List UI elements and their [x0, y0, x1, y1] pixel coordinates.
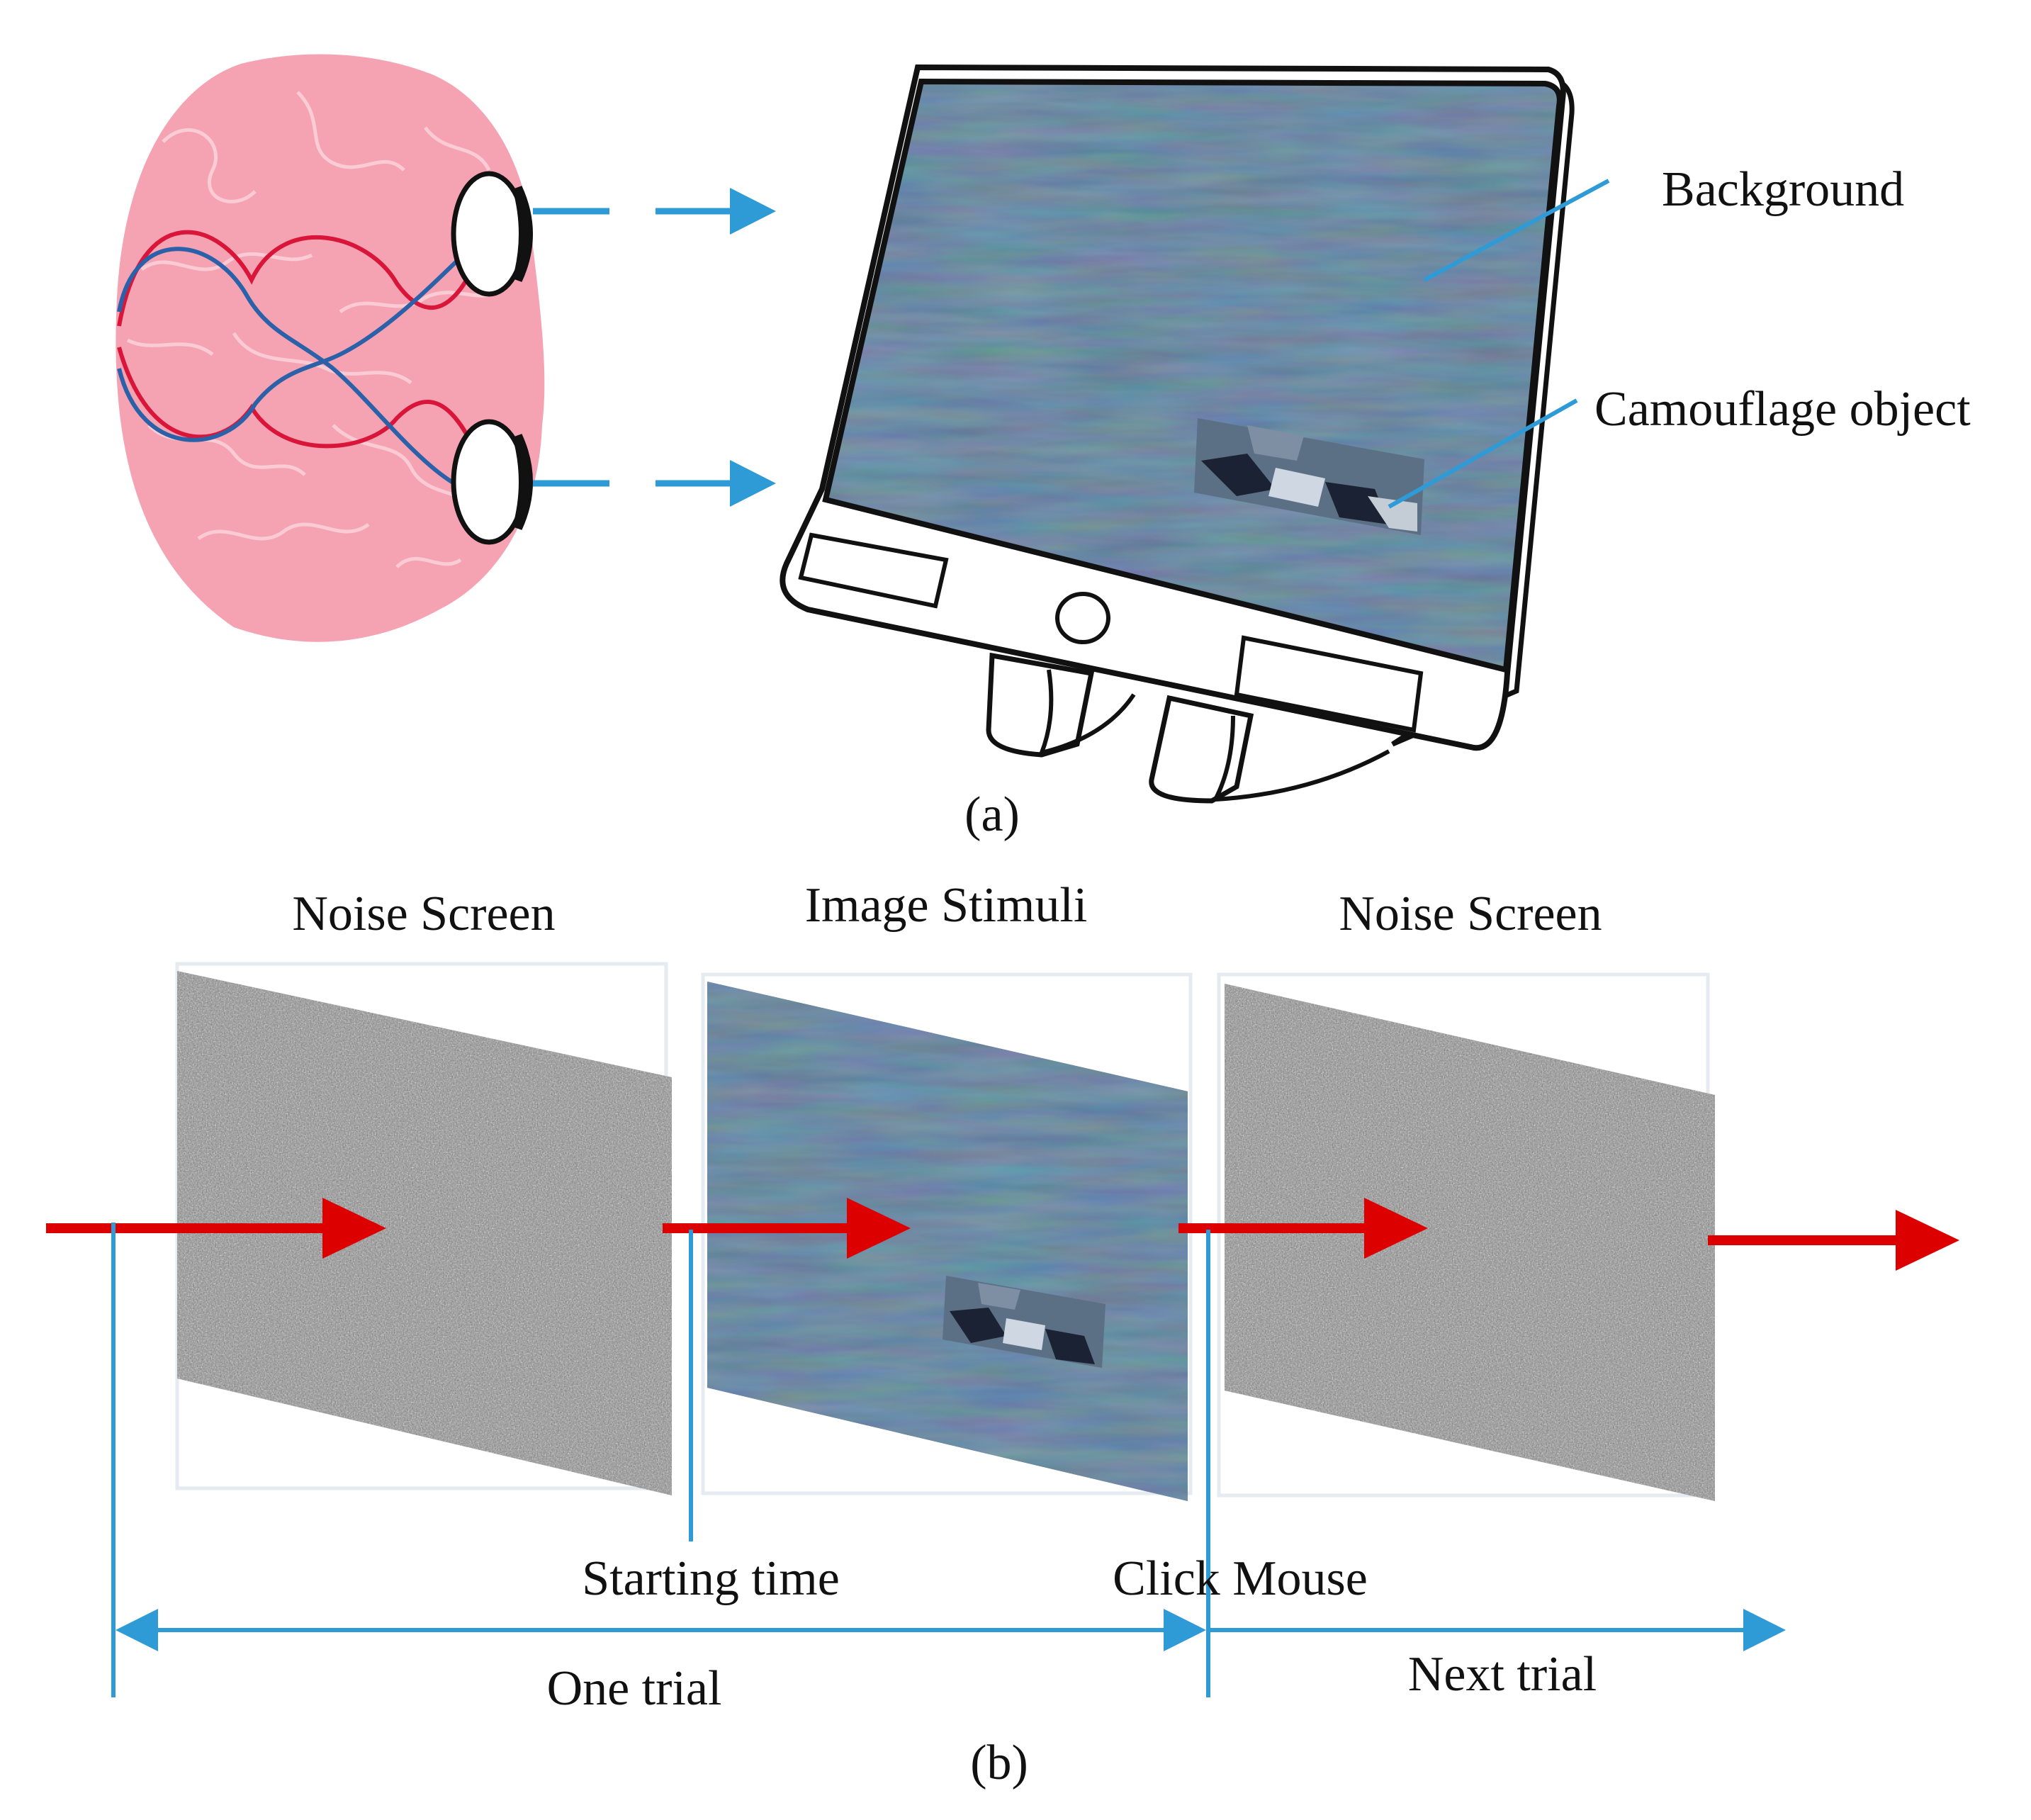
label-click-mouse: Click Mouse	[1113, 1551, 1368, 1606]
timing-lines	[111, 1223, 1210, 1697]
one-trial-span	[116, 1609, 1206, 1651]
noise-screen-2	[1217, 972, 1715, 1501]
camouflage-object-a	[1194, 418, 1424, 535]
noise-screen-1	[175, 962, 672, 1495]
label-background: Background	[1662, 162, 1904, 217]
label-one-trial: One trial	[547, 1661, 722, 1716]
label-camouflage-object: Camouflage object	[1594, 382, 1971, 437]
panel-a: Background Camouflage object (a)	[116, 54, 1971, 842]
flow-arrows	[46, 1198, 1959, 1271]
caption-a: (a)	[964, 787, 1020, 842]
screen-title-3: Noise Screen	[1339, 887, 1602, 941]
camouflage-object-b	[943, 1276, 1105, 1368]
eye-icon-bottom	[451, 419, 533, 545]
screen-title-1: Noise Screen	[292, 887, 555, 941]
optic-nerves	[117, 212, 495, 498]
gaze-arrows	[533, 188, 776, 507]
monitor-icon	[780, 64, 1575, 804]
camouflage-leader-line	[1388, 398, 1578, 509]
label-next-trial: Next trial	[1408, 1647, 1597, 1702]
background-leader-line	[1423, 179, 1610, 282]
screen-title-2: Image Stimuli	[805, 878, 1088, 933]
eye-icon-top	[451, 171, 533, 297]
next-trial-span	[1210, 1609, 1786, 1651]
brain-icon	[116, 54, 545, 642]
image-stimuli-screen	[701, 972, 1193, 1501]
caption-b: (b)	[970, 1736, 1028, 1790]
panel-b: Noise Screen Image Stimuli Noise Screen	[46, 878, 1959, 1790]
label-starting-time: Starting time	[582, 1551, 840, 1606]
